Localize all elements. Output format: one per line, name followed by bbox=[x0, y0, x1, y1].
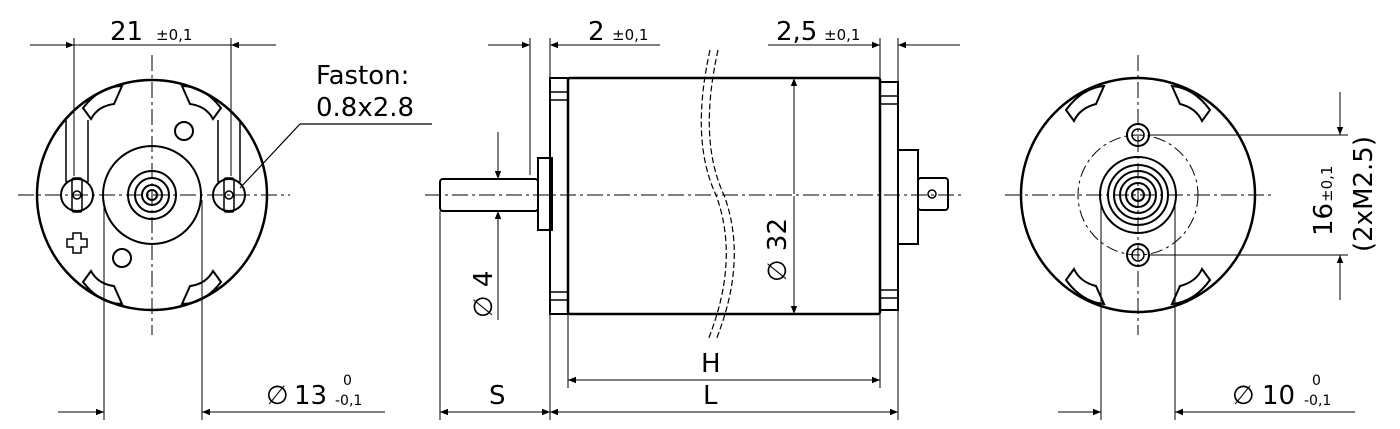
hole-spacing-value: 16 bbox=[1309, 203, 1339, 236]
side-view bbox=[425, 38, 965, 420]
rear-body-circle bbox=[1019, 76, 1257, 314]
hub-dia-symbol: ∅ bbox=[1232, 381, 1255, 411]
width-dim-tol: ±0,1 bbox=[156, 26, 192, 44]
thread-spec-label: (2xM2.5) bbox=[1349, 136, 1379, 252]
hub-tol-lower: -0,1 bbox=[1304, 393, 1331, 409]
thread-hole-top bbox=[1126, 123, 1150, 147]
front-body-circle bbox=[35, 78, 269, 312]
s-dim-label: S bbox=[489, 381, 506, 411]
body-dia-label: ∅ 32 bbox=[763, 218, 793, 282]
rear-dim-tol: ±0,1 bbox=[824, 26, 860, 44]
flange-dim-tol: ±0,1 bbox=[612, 26, 648, 44]
front-view-labels: 21 ±0,1 Faston: 0.8x2.8 ∅ 13 0 -0,1 bbox=[110, 17, 414, 411]
hub-dia-value: 10 bbox=[1262, 381, 1295, 411]
collar-tol-upper: 0 bbox=[343, 373, 352, 389]
collar-tol-lower: -0,1 bbox=[335, 393, 362, 409]
hub-tol-upper: 0 bbox=[1312, 373, 1321, 389]
flange-dim-value: 2 bbox=[588, 17, 605, 47]
rear-view-labels: 16 ±0,1 (2xM2.5) ∅ 10 0 -0,1 bbox=[1232, 136, 1379, 411]
hole-spacing-tol: ±0,1 bbox=[1318, 166, 1336, 202]
h-dim-label: H bbox=[701, 349, 721, 379]
collar-dia-symbol: ∅ bbox=[266, 381, 289, 411]
rear-view bbox=[1005, 55, 1355, 420]
rear-hub bbox=[1099, 156, 1177, 234]
side-view-labels: 2 ±0,1 2,5 ±0,1 ∅ 4 ∅ 32 H L S bbox=[469, 17, 860, 411]
shaft-dia-label: ∅ 4 bbox=[469, 271, 499, 318]
front-view bbox=[18, 38, 432, 420]
width-dim-value: 21 bbox=[110, 17, 143, 47]
front-collar bbox=[102, 145, 202, 245]
l-dim-label: L bbox=[703, 381, 718, 411]
faston-size: 0.8x2.8 bbox=[316, 93, 414, 123]
thread-hole-bottom bbox=[1126, 243, 1150, 267]
positive-terminal-mark bbox=[66, 232, 88, 254]
faston-label: Faston: bbox=[316, 61, 409, 91]
rear-dim-value: 2,5 bbox=[776, 17, 817, 47]
collar-dia-value: 13 bbox=[294, 381, 327, 411]
